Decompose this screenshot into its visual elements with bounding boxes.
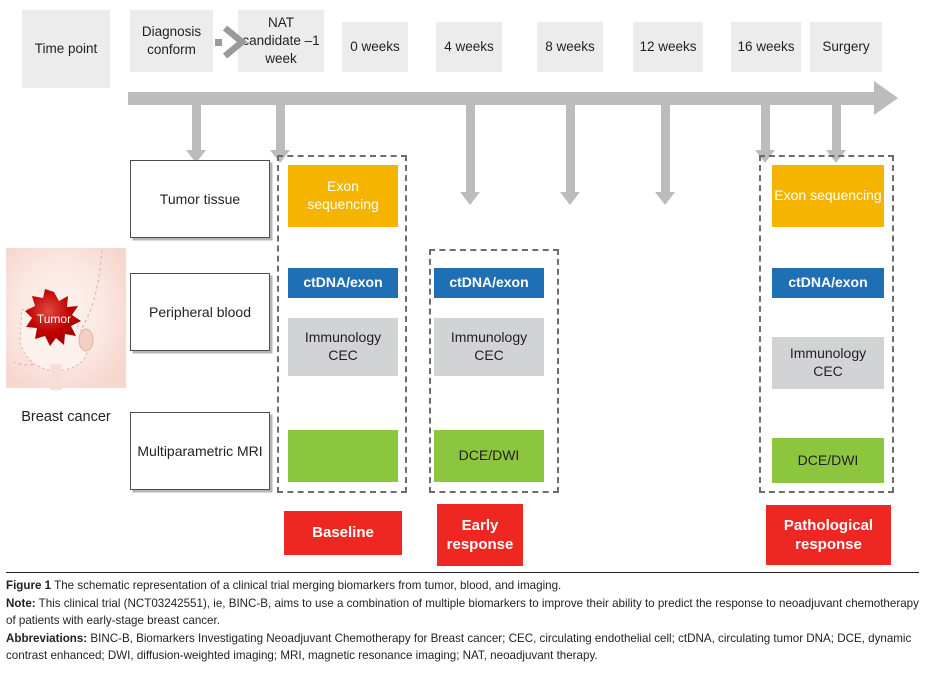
caption-abbrev-label: Abbreviations: bbox=[6, 631, 88, 645]
time-point-row-label: Time point bbox=[22, 10, 110, 88]
baseline-group-outcome: Baseline bbox=[284, 511, 402, 555]
timeline-tick-arrow-5 bbox=[755, 105, 775, 163]
timepoint-chip-1: NAT candidate –1 week bbox=[238, 10, 324, 72]
caption-divider bbox=[6, 572, 919, 574]
breast-cancer-caption: Breast cancer bbox=[21, 409, 111, 425]
pathological-response-group-outcome: Pathological response bbox=[766, 505, 891, 565]
early-response-group-assay-2: DCE/DWI bbox=[434, 430, 544, 482]
chevron-right-icon bbox=[215, 22, 249, 62]
caption-note-label: Note: bbox=[6, 596, 36, 610]
caption-line-abbreviations: Abbreviations: BINC-B, Biomarkers Invest… bbox=[6, 631, 919, 665]
timepoint-chip-4: 8 weeks bbox=[537, 22, 603, 72]
caption-line-note: Note: This clinical trial (NCT03242551),… bbox=[6, 596, 919, 630]
timepoint-chip-3: 4 weeks bbox=[436, 22, 502, 72]
arrow-down-icon bbox=[655, 192, 675, 205]
sample-source-box-1: Peripheral blood bbox=[130, 273, 270, 351]
timepoint-chip-0: Diagnosis conform bbox=[130, 10, 213, 72]
arrow-down-icon bbox=[186, 150, 206, 163]
baseline-group-assay-2: Immunology CEC bbox=[288, 318, 398, 376]
timeline-axis-bar bbox=[128, 92, 888, 105]
early-response-group-assay-1: Immunology CEC bbox=[434, 318, 544, 376]
timeline-tick-arrow-1 bbox=[270, 105, 290, 163]
arrow-down-icon bbox=[560, 192, 580, 205]
tumor-label: Tumor bbox=[37, 312, 71, 326]
timepoint-chip-7: Surgery bbox=[810, 22, 882, 72]
sample-source-box-0: Tumor tissue bbox=[130, 160, 270, 238]
timepoint-chip-2: 0 weeks bbox=[342, 22, 408, 72]
timeline-tick-arrow-0 bbox=[186, 105, 206, 163]
sample-source-box-2: Multiparametric MRI bbox=[130, 412, 270, 490]
baseline-group-assay-3 bbox=[288, 430, 398, 482]
pathological-response-group-assay-2: Immunology CEC bbox=[772, 337, 884, 389]
timepoint-chip-5: 12 weeks bbox=[633, 22, 703, 72]
timeline-tick-arrow-2 bbox=[460, 105, 480, 205]
timeline-tick-arrow-3 bbox=[560, 105, 580, 205]
timeline-tick-arrow-4 bbox=[655, 105, 675, 205]
arrow-down-icon bbox=[460, 192, 480, 205]
caption-figure-label: Figure 1 bbox=[6, 579, 52, 592]
baseline-group-assay-1: ctDNA/exon bbox=[288, 268, 398, 298]
baseline-group-container bbox=[277, 155, 407, 493]
baseline-group-assay-0: Exon sequencing bbox=[288, 165, 398, 227]
timeline-arrowhead-icon bbox=[874, 81, 898, 115]
pathological-response-group-assay-3: DCE/DWI bbox=[772, 438, 884, 483]
figure-caption: Figure 1 The schematic representation of… bbox=[6, 578, 919, 666]
pathological-response-group-assay-1: ctDNA/exon bbox=[772, 268, 884, 298]
pathological-response-group-assay-0: Exon sequencing bbox=[772, 165, 884, 227]
early-response-group-container bbox=[429, 249, 559, 493]
early-response-group-outcome: Early response bbox=[437, 504, 523, 566]
early-response-group-assay-0: ctDNA/exon bbox=[434, 268, 544, 298]
timeline-tick-arrow-6 bbox=[826, 105, 846, 163]
caption-note-text: This clinical trial (NCT03242551), ie, B… bbox=[6, 596, 919, 627]
pathological-response-group-container bbox=[759, 155, 894, 493]
timepoint-chip-6: 16 weeks bbox=[731, 22, 801, 72]
caption-figure-text: The schematic representation of a clinic… bbox=[51, 579, 562, 592]
caption-line-figure: Figure 1 The schematic representation of… bbox=[6, 578, 919, 595]
breast-illustration: Tumor bbox=[6, 248, 126, 408]
caption-abbrev-text: BINC-B, Biomarkers Investigating Neoadju… bbox=[6, 631, 912, 662]
